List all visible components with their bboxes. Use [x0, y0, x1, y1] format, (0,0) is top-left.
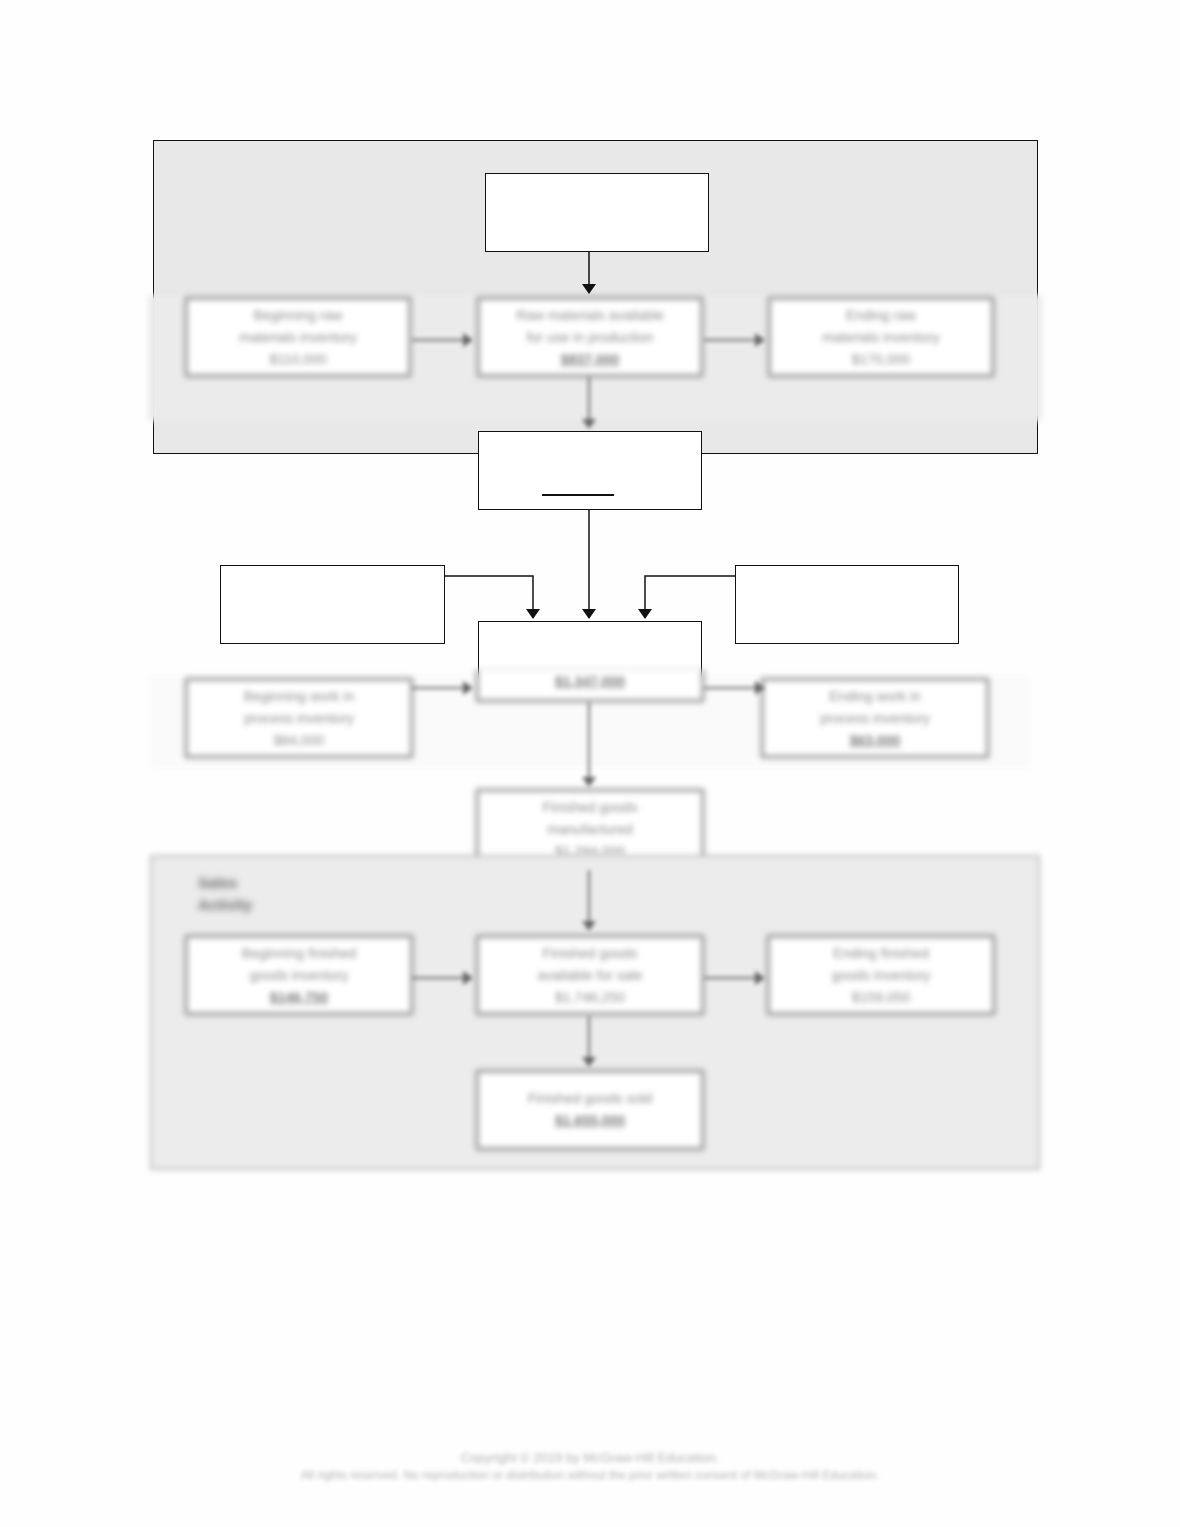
box-value: $63,000 [849, 732, 901, 748]
box-line: Ending finished [833, 945, 929, 961]
finished-goods-available-box: Finished goods available for sale $1,746… [476, 935, 704, 1015]
arrow-direct-labor [445, 575, 540, 619]
box-line: Finished goods [542, 945, 638, 961]
box-line: for use in production [526, 329, 654, 345]
work-in-process-row: Beginning work in process inventory $84,… [150, 670, 1030, 768]
beginning-finished-goods-box: Beginning finished goods inventory $146,… [185, 935, 413, 1015]
box-line: goods inventory [831, 967, 931, 983]
direct-labor-box [220, 565, 445, 644]
beginning-wip-box: Beginning work in process inventory $84,… [185, 678, 413, 758]
box-line: goods inventory [249, 967, 349, 983]
factory-overhead-box [735, 565, 959, 644]
raw-materials-used-box [478, 431, 702, 510]
box-value: $146,750 [269, 989, 329, 1005]
box-value: $84,000 [273, 732, 325, 748]
arrow-overhead [638, 575, 735, 619]
ending-finished-goods-box: Ending finished goods inventory $159,050 [767, 935, 995, 1015]
box-line: available for sale [537, 967, 643, 983]
label-line: Sales [198, 875, 238, 892]
box-value: $837,000 [560, 351, 620, 367]
sales-activity-label: Sales Activity [198, 873, 252, 917]
box-value: $159,050 [851, 989, 911, 1005]
box-line: Beginning work in [243, 688, 355, 704]
ending-raw-materials-box: Ending raw materials inventory $170,000 [768, 297, 994, 377]
box-value: $170,000 [851, 351, 911, 367]
box-line: Finished goods sold [527, 1090, 653, 1106]
box-line: materials inventory [822, 329, 940, 345]
finished-goods-sold-box: Finished goods sold $1,655,000 [476, 1070, 704, 1150]
box-line: materials inventory [239, 329, 357, 345]
sales-activity-panel: Sales Activity Beginning finished goods … [150, 855, 1040, 1170]
box-line: Ending raw [845, 307, 917, 323]
box-line: Beginning raw [253, 307, 343, 323]
raw-materials-available-box: Raw materials available for use in produ… [477, 297, 703, 377]
box-line: manufactured [547, 821, 633, 837]
box-line: Raw materials available [516, 307, 664, 323]
copyright-line: Copyright © 2019 by McGraw-Hill Educatio… [460, 1450, 720, 1465]
blank-underline [542, 494, 614, 496]
blurred-arrows [412, 333, 765, 1067]
box-line: Beginning finished [241, 945, 357, 961]
box-value: $1,746,250 [554, 989, 626, 1005]
box-value: $1,655,000 [554, 1112, 626, 1128]
box-line: Ending work in [829, 688, 921, 704]
box-value: $1,347,000 [554, 673, 626, 689]
raw-materials-row: Beginning raw materials inventory $110,0… [148, 295, 1042, 421]
total-wip-lower: $1,347,000 [476, 670, 704, 702]
box-value: $110,000 [269, 351, 327, 367]
box-line: process inventory [820, 710, 930, 726]
label-line: Activity [198, 897, 253, 914]
raw-materials-purchases-box [485, 173, 709, 252]
ending-wip-box: Ending work in process inventory $63,000 [761, 678, 989, 758]
rights-line: All rights reserved. No reproduction or … [300, 1468, 880, 1482]
box-line: process inventory [244, 710, 354, 726]
beginning-raw-materials-box: Beginning raw materials inventory $110,0… [185, 297, 411, 377]
box-line: Finished goods [542, 799, 638, 815]
